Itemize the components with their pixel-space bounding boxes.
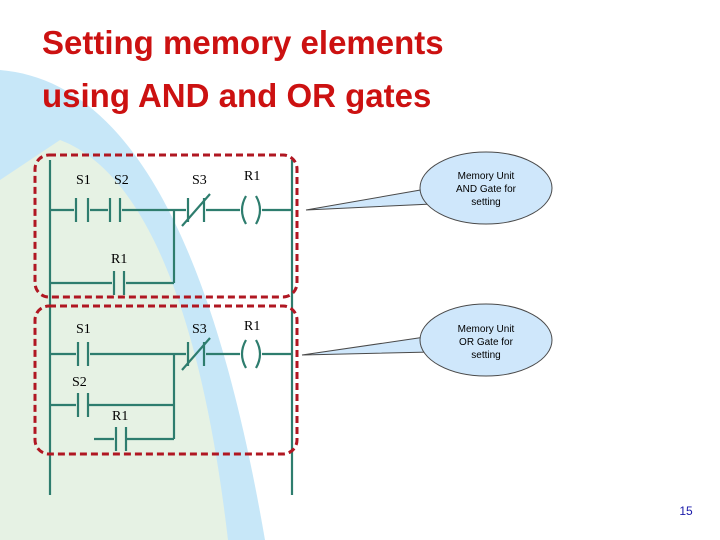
label-r1-coil-bottom: R1 [244,319,260,334]
label-s2-branch-bottom: S2 [72,375,87,390]
contact-s3-bottom [181,337,211,371]
label-s3-top: S3 [192,173,207,188]
contact-r1-branch-top [112,271,126,295]
callout-and-line-3: setting [471,197,500,208]
label-r1-branch-bottom: R1 [112,409,128,424]
contact-r1-branch-bottom [114,427,128,451]
contact-s2-top [108,198,122,222]
callout-and-line-2: AND Gate for [456,184,517,195]
label-r1-branch-top: R1 [111,252,127,267]
callout-or-line-3: setting [471,350,500,361]
callout-or-line-1: Memory Unit [458,324,515,335]
contact-s1-top [74,198,90,222]
contact-s2-branch-bottom [76,393,90,417]
label-s1-top: S1 [76,173,91,188]
title-line-1: Setting memory elements [42,24,444,61]
coil-r1-bottom [240,339,262,369]
title-line-2: using AND and OR gates [42,77,432,114]
label-r1-coil-top: R1 [244,169,260,184]
contact-s1-bottom [76,342,90,366]
or-gate-group-box [33,304,299,456]
callout-and-gate: Memory Unit AND Gate for setting [305,151,553,225]
and-gate-group-box [33,153,299,299]
label-s2-top: S2 [114,173,129,188]
callout-and-line-1: Memory Unit [458,171,515,182]
slide-title: Setting memory elements using AND and OR… [42,16,444,122]
label-s3-bottom: S3 [192,322,207,337]
contact-s3-top [181,193,211,227]
coil-r1-top [240,195,262,225]
label-s1-bottom: S1 [76,322,91,337]
page-number: 15 [679,504,693,518]
callout-or-gate: Memory Unit OR Gate for setting [301,303,553,377]
callout-or-line-2: OR Gate for [459,337,514,348]
